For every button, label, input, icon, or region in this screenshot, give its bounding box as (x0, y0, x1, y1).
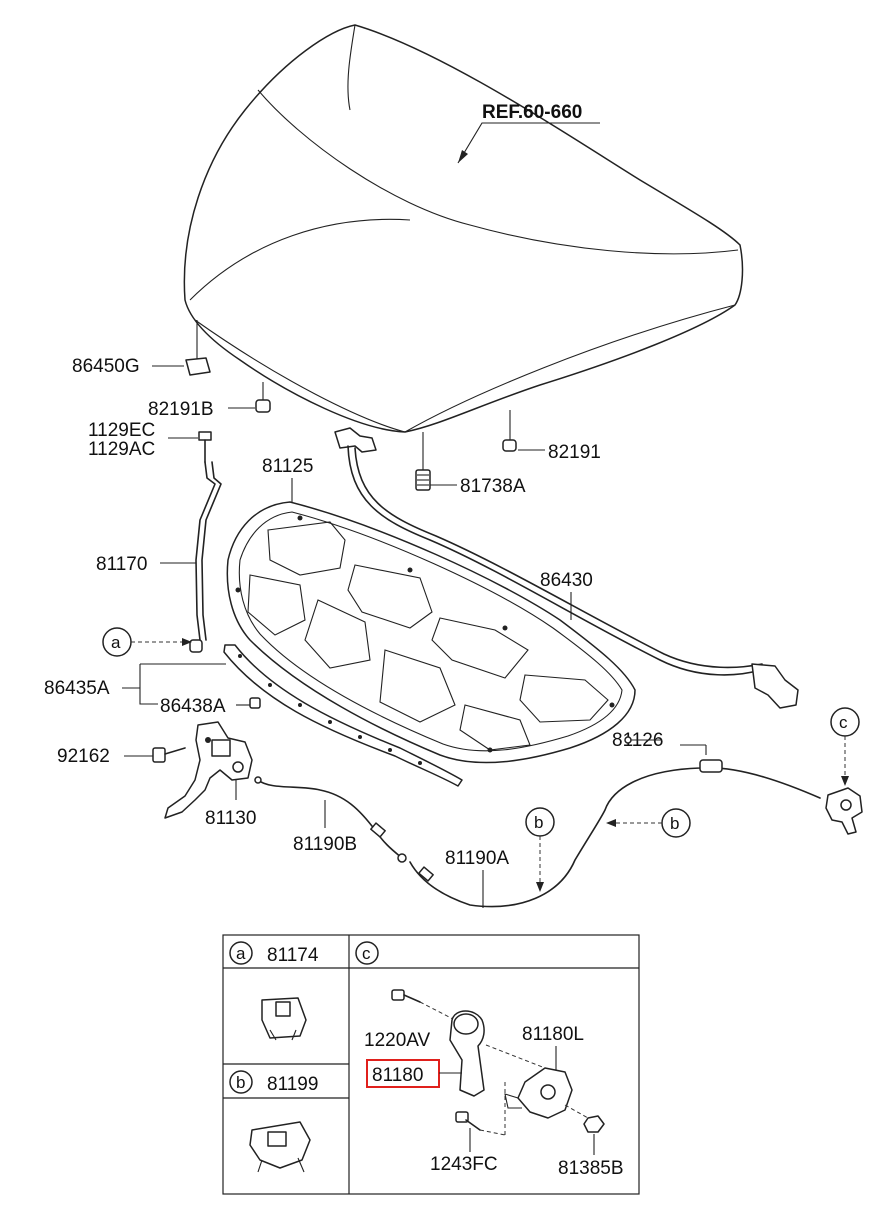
label-86435A: 86435A (44, 678, 110, 699)
detail-cell-a: a 81174 (229, 941, 319, 1041)
release-cable-81190B (254, 776, 407, 863)
detail-part-1243FC: 1243FC (430, 1154, 498, 1175)
label-82191B: 82191B (148, 399, 214, 420)
bolt-92162 (152, 747, 186, 763)
hood-insulator-pad (226, 501, 636, 764)
hood-seal-strip (223, 644, 463, 787)
label-81190B: 81190B (293, 834, 357, 855)
label-81125: 81125 (262, 456, 313, 477)
label-1129EC: 1129EC (88, 420, 155, 441)
hood-stay-rod (189, 461, 222, 653)
hood-latch (164, 721, 253, 819)
detail-cell-c: c 1220AV 81180 81180L 1243FC 81385B (355, 941, 624, 1179)
svg-text:a: a (236, 944, 246, 963)
detail-part-81385B: 81385B (558, 1158, 624, 1179)
label-86450G: 86450G (72, 356, 140, 377)
svg-text:b: b (670, 814, 679, 833)
release-cable-81190A (409, 759, 821, 908)
svg-text:a: a (111, 633, 121, 652)
svg-text:c: c (839, 713, 848, 732)
detail-part-1220AV: 1220AV (364, 1030, 431, 1051)
label-86430: 86430 (540, 570, 593, 591)
label-82191: 82191 (548, 442, 601, 463)
svg-text:c: c (362, 944, 371, 963)
detail-cell-b: b 81199 (229, 1070, 318, 1173)
ref-label: REF.60-660 (482, 102, 582, 123)
svg-text:b: b (534, 813, 543, 832)
callout-b-right: b (606, 808, 691, 838)
label-81170: 81170 (96, 554, 147, 575)
label-92162: 92162 (57, 746, 110, 767)
detail-part-81180: 81180 (372, 1065, 423, 1086)
label-1129AC: 1129AC (88, 439, 155, 460)
hood-panel (183, 24, 744, 433)
hood-weatherstrip (334, 427, 799, 709)
label-81738A: 81738A (460, 476, 526, 497)
svg-text:b: b (236, 1073, 245, 1092)
hood-fittings (185, 320, 517, 491)
label-81190A: 81190A (445, 848, 509, 869)
detail-table (222, 934, 640, 1195)
label-86438A: 86438A (160, 696, 226, 717)
detail-part-81199: 81199 (267, 1074, 318, 1095)
label-81130: 81130 (205, 808, 256, 829)
detail-part-81174: 81174 (267, 945, 319, 966)
callout-a: a (102, 627, 192, 657)
release-handle-assy: c (825, 707, 863, 835)
detail-part-81180L: 81180L (522, 1024, 584, 1045)
bolt-1129 (198, 431, 212, 463)
callout-b-lower: b (525, 807, 555, 892)
